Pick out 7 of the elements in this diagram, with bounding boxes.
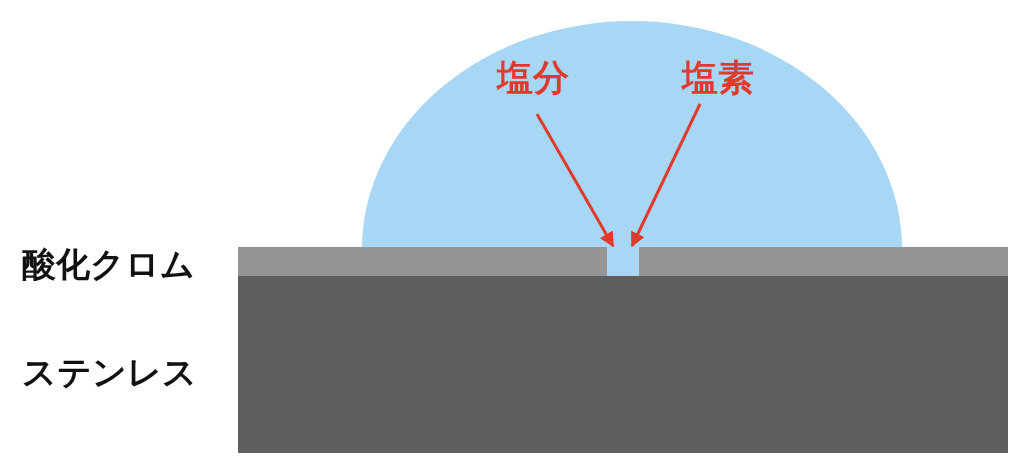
layer-label: ステンレス [22, 355, 197, 389]
layer-label: 酸化クロム [22, 247, 195, 281]
pit-gap [607, 247, 639, 276]
leader-line [535, 113, 615, 248]
callout-text: 塩素 [682, 60, 754, 96]
leader-line [630, 103, 702, 248]
callout-text: 塩分 [497, 60, 569, 96]
